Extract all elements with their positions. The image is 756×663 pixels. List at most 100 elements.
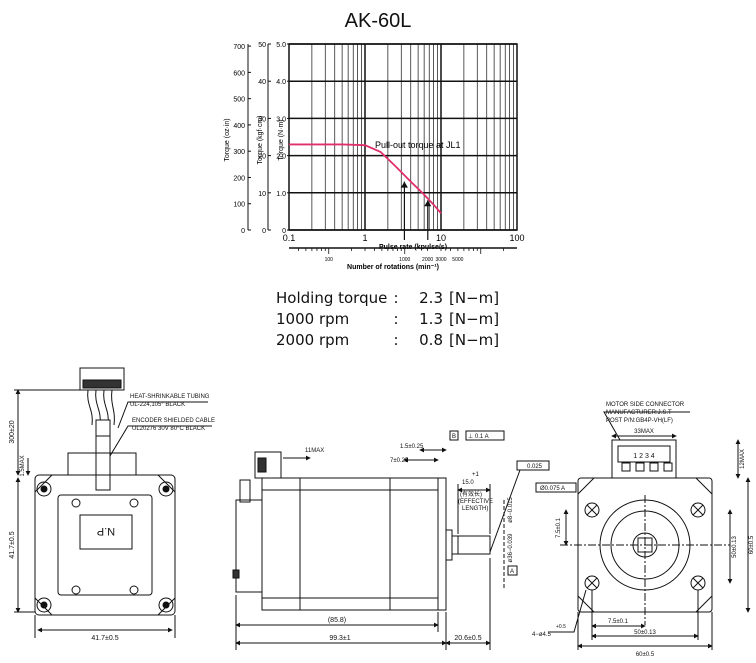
nameplate — [79, 514, 133, 550]
spec-val: 2.3 — [419, 289, 443, 307]
svg-text:1.5±0.25: 1.5±0.25 — [400, 444, 424, 450]
motor-side-connector — [611, 439, 677, 479]
y2-axis-label: Torque (kgf·cm) — [257, 115, 264, 164]
svg-text:A: A — [510, 569, 514, 575]
spec-val: 1.3 — [419, 310, 443, 328]
kgf-tick-label: 50 — [258, 42, 266, 49]
rpm-axis-label: Number of rotations (min⁻¹) — [347, 264, 439, 271]
marker-arrow — [400, 181, 408, 188]
ozin-tick-label: 200 — [233, 175, 245, 182]
kgf-tick-label: 40 — [258, 79, 266, 86]
dim-body-width: 41.7±0.5 — [91, 635, 118, 642]
svg-text:12MAX: 12MAX — [740, 449, 746, 469]
svg-text:(85.8): (85.8) — [328, 617, 346, 624]
dim-total-length: 99.3±1 — [329, 635, 350, 642]
concentricity-tolerance: Ø0.075 A — [540, 486, 565, 492]
dim-connector-width: 33MAX — [634, 429, 654, 435]
y-tick-label: 4.0 — [276, 79, 286, 86]
spec-colon: : — [393, 289, 399, 307]
plot-area — [288, 43, 518, 231]
svg-text:(有效长): (有效长) — [460, 490, 482, 498]
svg-text:UL-224,105° BLACK: UL-224,105° BLACK — [130, 402, 185, 408]
spec-table: Holding torque: 2.3 [N−m] 1000 rpm: 1.3 [N−m]… — [276, 288, 499, 351]
ozin-tick-label: 300 — [233, 149, 245, 156]
dim-pilot-diameter: ø36−0.039 — [508, 533, 514, 563]
rpm-tick-label: 100 — [325, 257, 334, 263]
nameplate-text: N.P — [97, 525, 115, 537]
spec-label: Holding torque — [276, 289, 388, 307]
ozin-tick-label: 0 — [241, 228, 245, 235]
rpm-tick-label: 1000 — [399, 257, 410, 263]
side-view — [232, 430, 577, 650]
connector-label: MOTOR SIDE CONNECTOR — [606, 402, 685, 408]
ozin-tick-label: 100 — [233, 202, 245, 209]
dim-connector-height: 11MAX — [305, 448, 324, 454]
ozin-tick-label: 700 — [233, 44, 245, 51]
perpendicularity-tolerance: ⊥ 0.1 A — [468, 433, 489, 440]
spec-row: Holding torque: 2.3 [N−m] — [276, 288, 499, 309]
y-tick-label: 0 — [282, 228, 286, 235]
motor-body-side — [261, 477, 439, 611]
spec-unit: [N−m] — [449, 310, 500, 328]
dim-cable-length: 300±20 — [9, 420, 16, 443]
dim-body-height: 41.7±0.5 — [9, 531, 16, 558]
dim-mount-holes: 4−ø4.5 — [532, 632, 552, 638]
rear-view-labels: HEAT-SHRINKABLE TUBING UL-224,105° BLACK… — [9, 394, 215, 642]
dim-hole-pitch-h: 50±0.13 — [634, 630, 656, 636]
svg-text:+0.5: +0.5 — [556, 624, 566, 630]
spec-row: 1000 rpm: 1.3 [N−m] — [276, 309, 499, 330]
spec-unit: [N−m] — [449, 289, 500, 307]
spec-colon: : — [393, 310, 399, 328]
spec-row: 2000 rpm: 0.8 [N−m] — [276, 330, 499, 351]
connector-pins: 1 2 3 4 — [633, 453, 655, 460]
svg-text:7±0.25: 7±0.25 — [390, 458, 409, 464]
curve-label: Pull-out torque at JL1 — [375, 140, 461, 150]
chart-title: AK-60L — [344, 10, 412, 32]
side-view-labels: 11MAX 1.5±0.25 7±0.25 B ⊥ 0.1 A +1 15.0 … — [305, 433, 565, 642]
x-tick-label: 0.1 — [283, 233, 296, 243]
rear-view — [14, 367, 212, 638]
pullout-torque-curve — [289, 143, 442, 214]
svg-text:B: B — [452, 434, 456, 440]
svg-text:7.5±0.1: 7.5±0.1 — [556, 517, 562, 538]
rpm-tick-label: 3000 — [435, 257, 446, 263]
spec-label: 2000 rpm — [276, 331, 350, 349]
y3-axis-label: Torque (oz·in) — [224, 118, 231, 161]
dim-hole-pitch-v: 50±0.13 — [732, 536, 738, 558]
motor-shaft — [451, 535, 491, 555]
dim-shaft-diameter: ø8−0.015 — [508, 497, 514, 523]
x-tick-label: 1 — [362, 233, 367, 243]
marker-arrow — [424, 200, 432, 207]
front-view — [548, 411, 751, 650]
kgf-tick-label: 0 — [262, 228, 266, 235]
spec-label: 1000 rpm — [276, 310, 350, 328]
dim-flange-height: 60±0.5 — [749, 535, 755, 554]
y-tick-label: 2.0 — [276, 154, 286, 161]
y-tick-label: 1.0 — [276, 191, 286, 198]
cable-label: ENCODER SHIELDED CABLE — [132, 418, 215, 424]
spec-val: 0.8 — [419, 331, 443, 349]
svg-text:UL20276 30V 80°C BLACK: UL20276 30V 80°C BLACK — [132, 426, 205, 432]
kgf-tick-label: 30 — [258, 116, 266, 123]
svg-text:(EFFECTIVE: (EFFECTIVE — [458, 499, 493, 505]
svg-text:MANUFACTURER:J.S.T: MANUFACTURER:J.S.T — [606, 410, 672, 416]
kgf-tick-label: 20 — [258, 154, 266, 161]
ozin-tick-label: 600 — [233, 70, 245, 77]
dim-flange-width: 60±0.5 — [636, 652, 655, 658]
x-tick-label: 100 — [509, 233, 524, 243]
flatness-tolerance: 0.025 — [527, 464, 543, 470]
y-tick-label: 5.0 — [276, 42, 286, 49]
svg-text:20.6±0.5: 20.6±0.5 — [454, 635, 481, 642]
rpm-tick-label: 2000 — [422, 257, 433, 263]
svg-text:7.5±0.1: 7.5±0.1 — [608, 619, 629, 625]
svg-text:POST P/N:GB4P-VH(LF): POST P/N:GB4P-VH(LF) — [606, 418, 673, 424]
rpm-tick-label: 5000 — [452, 257, 463, 263]
spec-unit: [N−m] — [449, 331, 500, 349]
spec-colon: : — [393, 331, 399, 349]
dim-shaft-length: 15.0 — [462, 480, 474, 486]
x-tick-label: 10 — [436, 233, 446, 243]
svg-text:LENGTH): LENGTH) — [462, 506, 488, 512]
svg-text:+1: +1 — [472, 472, 480, 478]
kgf-tick-label: 10 — [258, 191, 266, 198]
